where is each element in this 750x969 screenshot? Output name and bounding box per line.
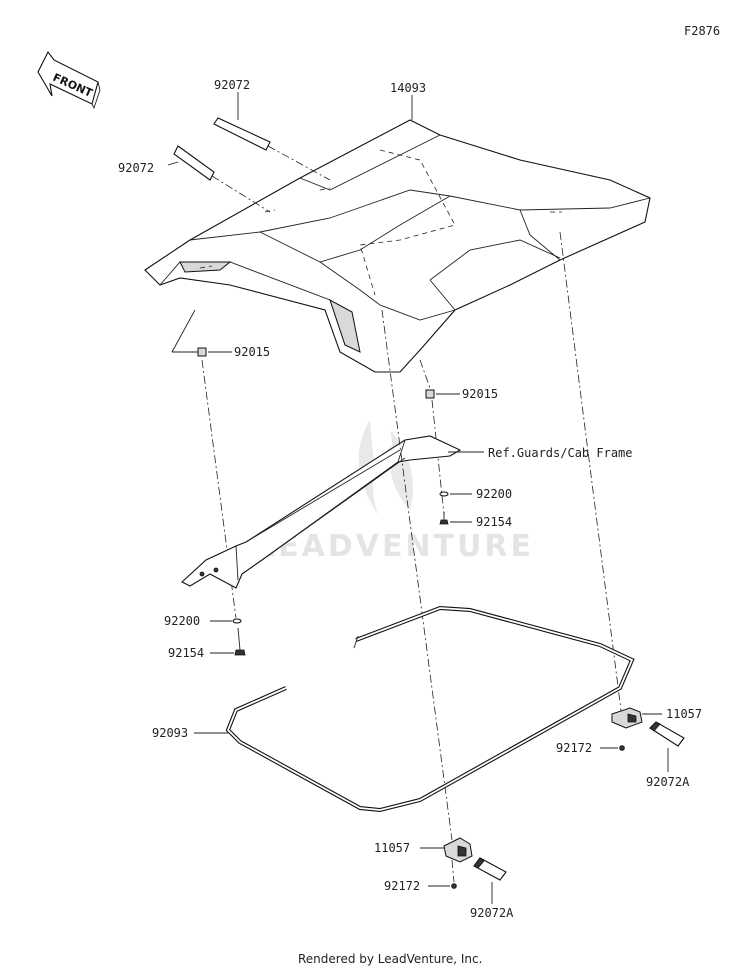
- screw-right: [619, 745, 625, 751]
- strap-right: [649, 721, 685, 747]
- roof-panel: [144, 119, 651, 373]
- callout-nut-center: 92015: [462, 387, 498, 401]
- callout-strap-right: 92072A: [646, 775, 690, 789]
- callout-clip-right: 11057: [666, 707, 702, 721]
- callout-washer-left: 92200: [164, 614, 200, 628]
- clip-right: [611, 707, 643, 729]
- callout-strap-bottom: 92072A: [470, 906, 514, 920]
- callout-bolt-left: 92154: [168, 646, 204, 660]
- callout-seal: 92093: [152, 726, 188, 740]
- roof-strap-top: [213, 117, 331, 181]
- nut-left: [171, 309, 237, 619]
- callout-roof-strap-top: 92072: [214, 78, 250, 92]
- callout-clip-bottom: 11057: [374, 841, 410, 855]
- door-seal: [225, 605, 635, 813]
- callout-screw-bottom: 92172: [384, 879, 420, 893]
- strap-bottom: [473, 857, 507, 881]
- bolt-right: [439, 512, 449, 525]
- callout-roof-panel: 14093: [390, 81, 426, 95]
- roof-strap-left: [173, 145, 271, 213]
- leadventure-watermark: LEADVENTURE: [256, 420, 534, 564]
- screw-bottom: [451, 883, 457, 889]
- callout-nut-left: 92015: [234, 345, 270, 359]
- callout-screw-right: 92172: [556, 741, 592, 755]
- bolt-left: [234, 627, 246, 656]
- washer-right: [439, 491, 449, 497]
- washer-left: [232, 618, 242, 624]
- callout-roof-strap-left: 92072: [118, 161, 154, 175]
- figure-code: F2876: [684, 24, 720, 38]
- callout-ref-frame: Ref.Guards/Cab Frame: [488, 446, 633, 460]
- cab-frame-crossmember: [181, 435, 462, 589]
- front-arrow-icon: FRONT: [37, 50, 101, 110]
- callout-washer-right: 92200: [476, 487, 512, 501]
- watermark-text: LEADVENTURE: [256, 529, 534, 564]
- clip-bottom: [443, 837, 473, 863]
- callout-bolt-right: 92154: [476, 515, 512, 529]
- footer-credit: Rendered by LeadVenture, Inc.: [298, 952, 482, 966]
